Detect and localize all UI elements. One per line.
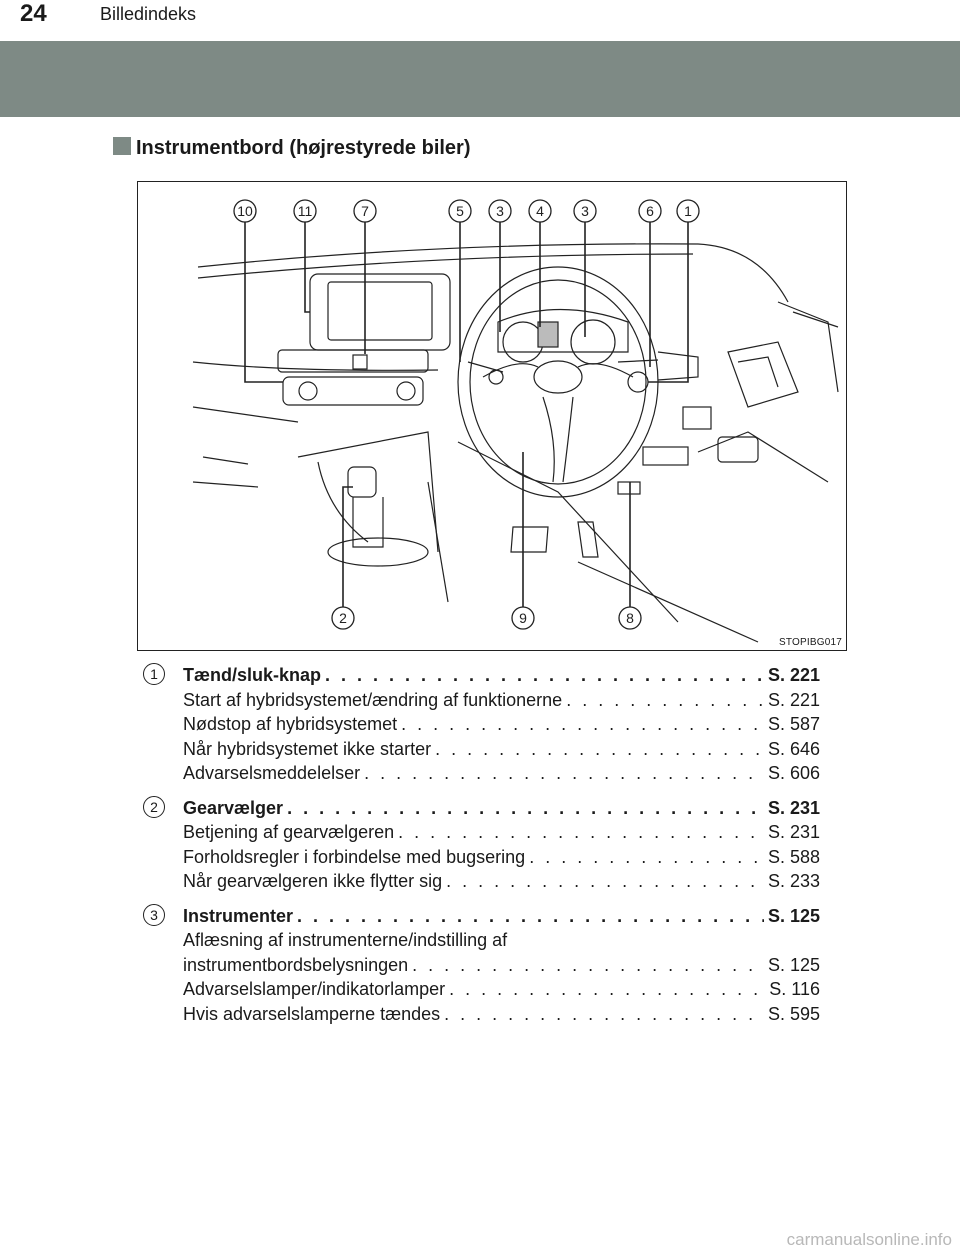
dot-leader bbox=[529, 845, 764, 870]
page-ref: S. 125 bbox=[768, 953, 820, 978]
entry-number: 1 bbox=[143, 663, 165, 685]
entry-line[interactable]: Betjening af gearvælgeren S. 231 bbox=[183, 820, 820, 845]
entry-line-label: Forholdsregler i forbindelse med bugseri… bbox=[183, 845, 525, 870]
page-ref: S. 231 bbox=[768, 796, 820, 821]
page-ref: S. 595 bbox=[768, 1002, 820, 1027]
entry-line[interactable]: Nødstop af hybridsystemet S. 587 bbox=[183, 712, 820, 737]
callout-label: 11 bbox=[298, 203, 313, 219]
page-ref: S. 221 bbox=[768, 688, 820, 713]
entry-line[interactable]: instrumentbordsbelysningen S. 125 bbox=[183, 953, 820, 978]
entry-heading-label: Gearvælger bbox=[183, 796, 283, 821]
dot-leader bbox=[401, 712, 764, 737]
dot-leader bbox=[446, 869, 764, 894]
callout-label: 8 bbox=[626, 610, 634, 626]
callout-label: 10 bbox=[237, 203, 253, 219]
section-title: Instrumentbord (højrestyrede biler) bbox=[136, 137, 471, 160]
entry-line-label: Advarselsmeddelelser bbox=[183, 761, 360, 786]
index-entry: 3 Instrumenter S. 125 Aflæsning af instr… bbox=[140, 904, 820, 1027]
dot-leader bbox=[566, 688, 764, 713]
section-marker bbox=[113, 137, 131, 155]
dashboard-drawing: 10 11 7 5 3 4 3 6 1 2 9 8 bbox=[138, 182, 846, 650]
figure-code: STOPIBG017 bbox=[779, 637, 842, 648]
page-ref: S. 233 bbox=[768, 869, 820, 894]
dot-leader bbox=[297, 904, 764, 929]
page-ref: S. 125 bbox=[768, 904, 820, 929]
entry-number: 2 bbox=[143, 796, 165, 818]
entry-number: 3 bbox=[143, 904, 165, 926]
dot-leader bbox=[398, 820, 764, 845]
page-ref: S. 231 bbox=[768, 820, 820, 845]
page-ref: S. 646 bbox=[768, 737, 820, 762]
entry-line-label: Nødstop af hybridsystemet bbox=[183, 712, 397, 737]
dot-leader bbox=[444, 1002, 764, 1027]
entry-line-label: Start af hybridsystemet/ændring af funkt… bbox=[183, 688, 562, 713]
entry-line[interactable]: Advarselsmeddelelser S. 606 bbox=[183, 761, 820, 786]
entry-heading[interactable]: Instrumenter S. 125 bbox=[183, 904, 820, 929]
entry-line[interactable]: Når hybridsystemet ikke starter S. 646 bbox=[183, 737, 820, 762]
entry-heading-label: Instrumenter bbox=[183, 904, 293, 929]
callout-label: 9 bbox=[519, 610, 527, 626]
index-entries: 1 Tænd/sluk-knap S. 221 Start af hybrids… bbox=[140, 663, 820, 1036]
entry-heading[interactable]: Tænd/sluk-knap S. 221 bbox=[183, 663, 820, 688]
entry-heading-label: Tænd/sluk-knap bbox=[183, 663, 321, 688]
dot-leader bbox=[449, 977, 765, 1002]
callout-label: 7 bbox=[361, 203, 369, 219]
page-ref: S. 588 bbox=[768, 845, 820, 870]
entry-line-label: Betjening af gearvælgeren bbox=[183, 820, 394, 845]
page-ref: S. 116 bbox=[769, 977, 820, 1002]
dot-leader bbox=[325, 663, 764, 688]
index-entry: 2 Gearvælger S. 231 Betjening af gearvæl… bbox=[140, 796, 820, 894]
running-head: Billedindeks bbox=[100, 4, 196, 25]
entry-line[interactable]: Forholdsregler i forbindelse med bugseri… bbox=[183, 845, 820, 870]
entry-line-label: instrumentbordsbelysningen bbox=[183, 953, 408, 978]
entry-line[interactable]: Hvis advarselslamperne tændes S. 595 bbox=[183, 1002, 820, 1027]
callout-label: 3 bbox=[496, 203, 504, 219]
callout-label: 3 bbox=[581, 203, 589, 219]
entry-line-label: Aflæsning af instrumenterne/indstilling … bbox=[183, 930, 507, 950]
page-ref: S. 587 bbox=[768, 712, 820, 737]
entry-line: Aflæsning af instrumenterne/indstilling … bbox=[183, 928, 820, 953]
callout-label: 6 bbox=[646, 203, 654, 219]
entry-line-label: Når gearvælgeren ikke flytter sig bbox=[183, 869, 442, 894]
dot-leader bbox=[412, 953, 764, 978]
entry-line[interactable]: Når gearvælgeren ikke flytter sig S. 233 bbox=[183, 869, 820, 894]
entry-heading[interactable]: Gearvælger S. 231 bbox=[183, 796, 820, 821]
page-number: 24 bbox=[20, 0, 47, 28]
dot-leader bbox=[435, 737, 764, 762]
callout-label: 2 bbox=[339, 610, 347, 626]
dot-leader bbox=[287, 796, 764, 821]
entry-line-label: Når hybridsystemet ikke starter bbox=[183, 737, 431, 762]
page-ref: S. 221 bbox=[768, 663, 820, 688]
dashboard-illustration: 10 11 7 5 3 4 3 6 1 2 9 8 STOPIBG017 bbox=[137, 181, 847, 651]
entry-line-label: Hvis advarselslamperne tændes bbox=[183, 1002, 440, 1027]
entry-line[interactable]: Advarselslamper/indikatorlamper S. 116 bbox=[183, 977, 820, 1002]
callout-label: 5 bbox=[456, 203, 464, 219]
index-entry: 1 Tænd/sluk-knap S. 221 Start af hybrids… bbox=[140, 663, 820, 786]
page-ref: S. 606 bbox=[768, 761, 820, 786]
callout-label: 4 bbox=[536, 203, 544, 219]
entry-line[interactable]: Start af hybridsystemet/ændring af funkt… bbox=[183, 688, 820, 713]
dot-leader bbox=[364, 761, 764, 786]
entry-line-label: Advarselslamper/indikatorlamper bbox=[183, 977, 445, 1002]
watermark: carmanualsonline.info bbox=[787, 1230, 952, 1250]
header-band bbox=[0, 41, 960, 117]
callout-label: 1 bbox=[684, 203, 692, 219]
